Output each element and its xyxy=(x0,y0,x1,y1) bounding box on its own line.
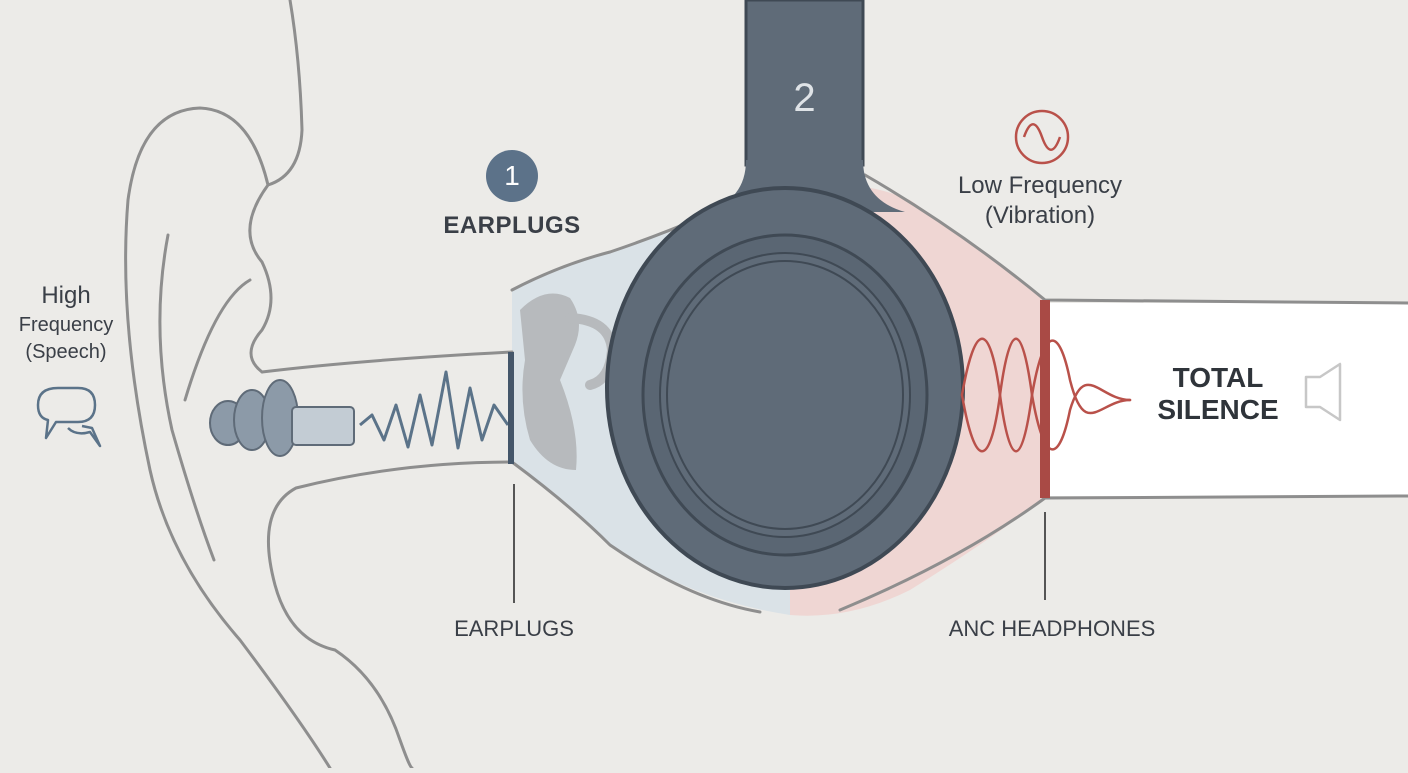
low-frequency-label: Low Frequency (Vibration) xyxy=(930,172,1150,230)
earplug-barrier xyxy=(508,352,514,464)
high-frequency-wave xyxy=(360,372,508,448)
total-silence-label: TOTAL SILENCE xyxy=(1136,362,1300,426)
speech-bubbles-icon xyxy=(38,388,100,446)
high-frequency-line1: High xyxy=(14,282,118,310)
low-frequency-line2: (Vibration) xyxy=(930,202,1150,230)
high-frequency-line2: Frequency xyxy=(14,314,118,337)
step1-number: 1 xyxy=(486,160,538,192)
anc-headphones-callout-label: ANC HEADPHONES xyxy=(932,616,1172,642)
high-frequency-line3: (Speech) xyxy=(14,341,118,364)
total-silence-line1: TOTAL xyxy=(1136,362,1300,394)
anc-barrier xyxy=(1040,300,1050,498)
earplugs-callout-label: EARPLUGS xyxy=(436,616,592,642)
sine-wave-circle-icon xyxy=(1016,111,1068,163)
low-frequency-line1: Low Frequency xyxy=(930,172,1150,200)
step1-title: EARPLUGS xyxy=(432,212,592,240)
total-silence-line2: SILENCE xyxy=(1136,394,1300,426)
headphone-earcup xyxy=(607,188,963,588)
earplug-device xyxy=(210,380,354,456)
high-frequency-label: High Frequency (Speech) xyxy=(14,282,118,364)
step2-number: 2 xyxy=(746,76,863,121)
